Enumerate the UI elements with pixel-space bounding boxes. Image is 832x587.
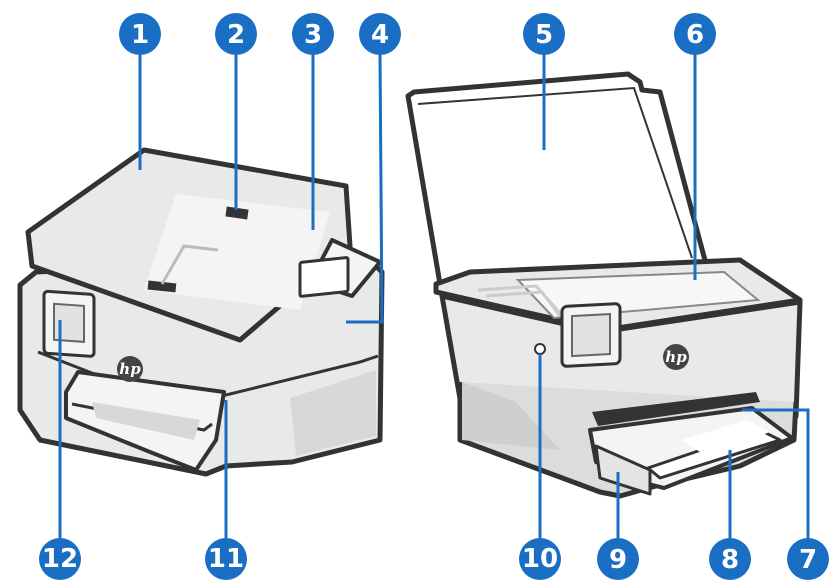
svg-text:10: 10 [522,544,558,574]
callouts: 1 2 3 4 5 6 7 8 [39,13,829,580]
svg-text:1: 1 [131,20,149,50]
callout-4: 4 [359,13,401,55]
callout-12: 12 [39,538,81,580]
power-button [534,343,546,355]
callout-6: 6 [674,13,716,55]
right-output-slot [592,392,760,426]
callout-9: 9 [597,538,639,580]
callout-3: 3 [292,13,334,55]
callout-11: 11 [205,538,247,580]
left-adf-paper-guide [144,194,330,310]
right-tray-paper [682,420,770,456]
left-front-door [298,256,350,298]
leader-4 [346,53,384,324]
callout-7: 7 [787,538,829,580]
left-body-shade [290,370,376,456]
right-open-lid [405,71,709,287]
callout-2: 2 [215,13,257,55]
left-hp-logo [117,356,143,382]
adf-paper-width-guide [225,206,249,220]
callout-10: 10 [519,538,561,580]
svg-text:8: 8 [721,545,739,575]
svg-text:11: 11 [208,544,244,574]
right-input-tray-face [594,444,652,496]
left-output-tray-inner [92,402,200,440]
right-hp-logo [663,344,689,370]
right-hp-logo-text: hp [665,348,687,366]
svg-text:7: 7 [799,545,817,575]
svg-text:5: 5 [535,20,553,50]
callout-8: 8 [709,538,751,580]
leader-lines [58,53,810,550]
svg-text:4: 4 [371,20,389,50]
callout-1: 1 [119,13,161,55]
svg-text:2: 2 [227,20,245,50]
left-adf-guide-ridge [160,244,219,285]
right-control-panel-screen [571,312,611,358]
left-hp-logo-text: hp [119,360,141,378]
svg-text:6: 6 [686,20,704,50]
printer-right: hp [405,71,803,499]
svg-text:9: 9 [609,545,627,575]
printer-left: hp [17,147,385,477]
right-lid-inner-edge [417,86,693,259]
svg-text:3: 3 [304,20,322,50]
leader-7 [742,408,810,550]
left-adf-guide-lower [147,280,177,293]
right-glass-stripes [477,284,570,323]
svg-text:12: 12 [42,544,78,574]
callout-5: 5 [523,13,565,55]
right-side-shade [462,382,560,450]
